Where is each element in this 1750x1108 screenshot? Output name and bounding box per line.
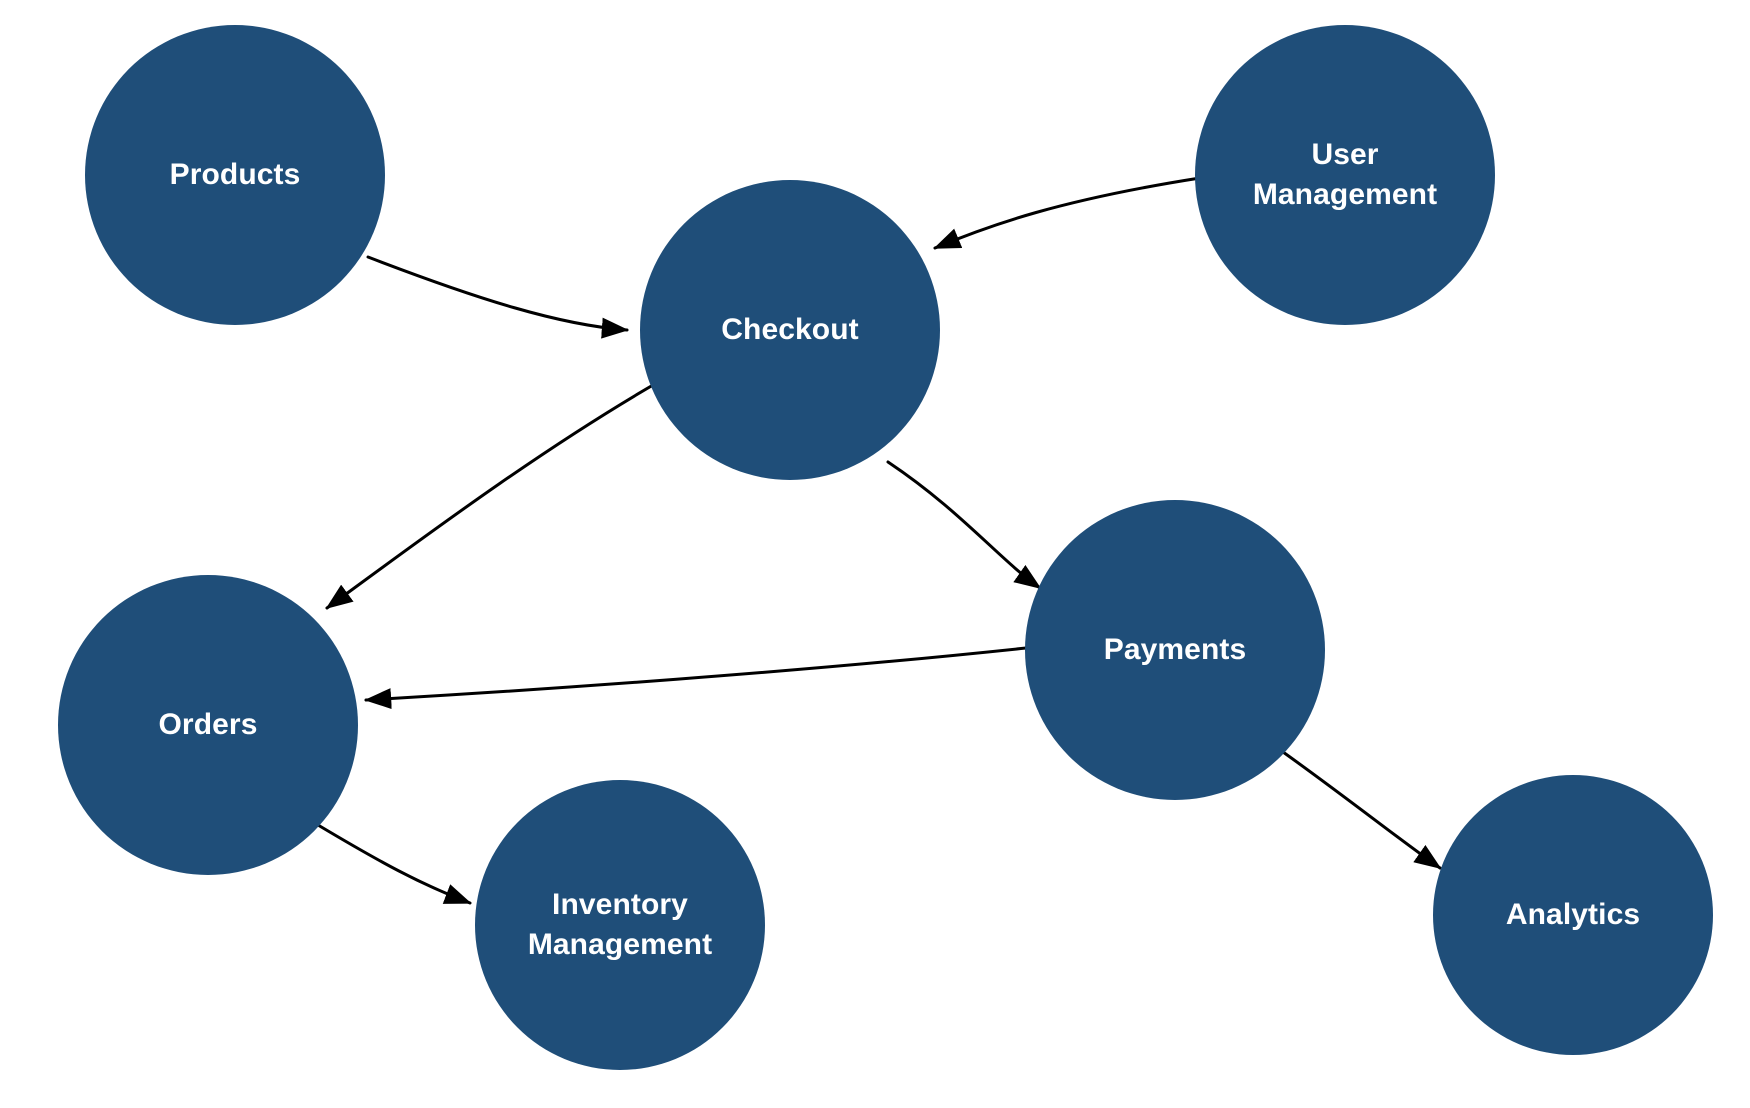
node-label-analytics: Analytics — [1505, 898, 1641, 932]
node-orders[interactable]: Orders — [58, 575, 358, 875]
edge-orders-to-inventory — [316, 823, 472, 905]
node-label-products: Products — [169, 158, 301, 192]
node-user-management[interactable]: User Management — [1195, 25, 1495, 325]
edge-checkout-to-orders — [325, 379, 662, 610]
node-payments[interactable]: Payments — [1025, 500, 1325, 800]
edge-products-to-checkout — [366, 255, 629, 339]
edge-usermgmt-to-checkout — [933, 176, 1202, 250]
node-label-payments: Payments — [1103, 633, 1247, 667]
edge-payments-to-analytics — [1281, 750, 1442, 870]
edge-checkout-to-payments — [886, 460, 1042, 590]
node-checkout[interactable]: Checkout — [640, 180, 940, 480]
node-label-inventory-management: Inventory Management — [527, 888, 713, 961]
node-inventory-management[interactable]: Inventory Management — [475, 780, 765, 1070]
node-products[interactable]: Products — [85, 25, 385, 325]
edges-group — [316, 176, 1442, 905]
node-label-checkout: Checkout — [721, 313, 859, 347]
node-label-user-management: User Management — [1252, 138, 1438, 211]
node-label-orders: Orders — [158, 708, 258, 742]
node-analytics[interactable]: Analytics — [1433, 775, 1713, 1055]
edge-payments-to-orders — [364, 646, 1028, 710]
